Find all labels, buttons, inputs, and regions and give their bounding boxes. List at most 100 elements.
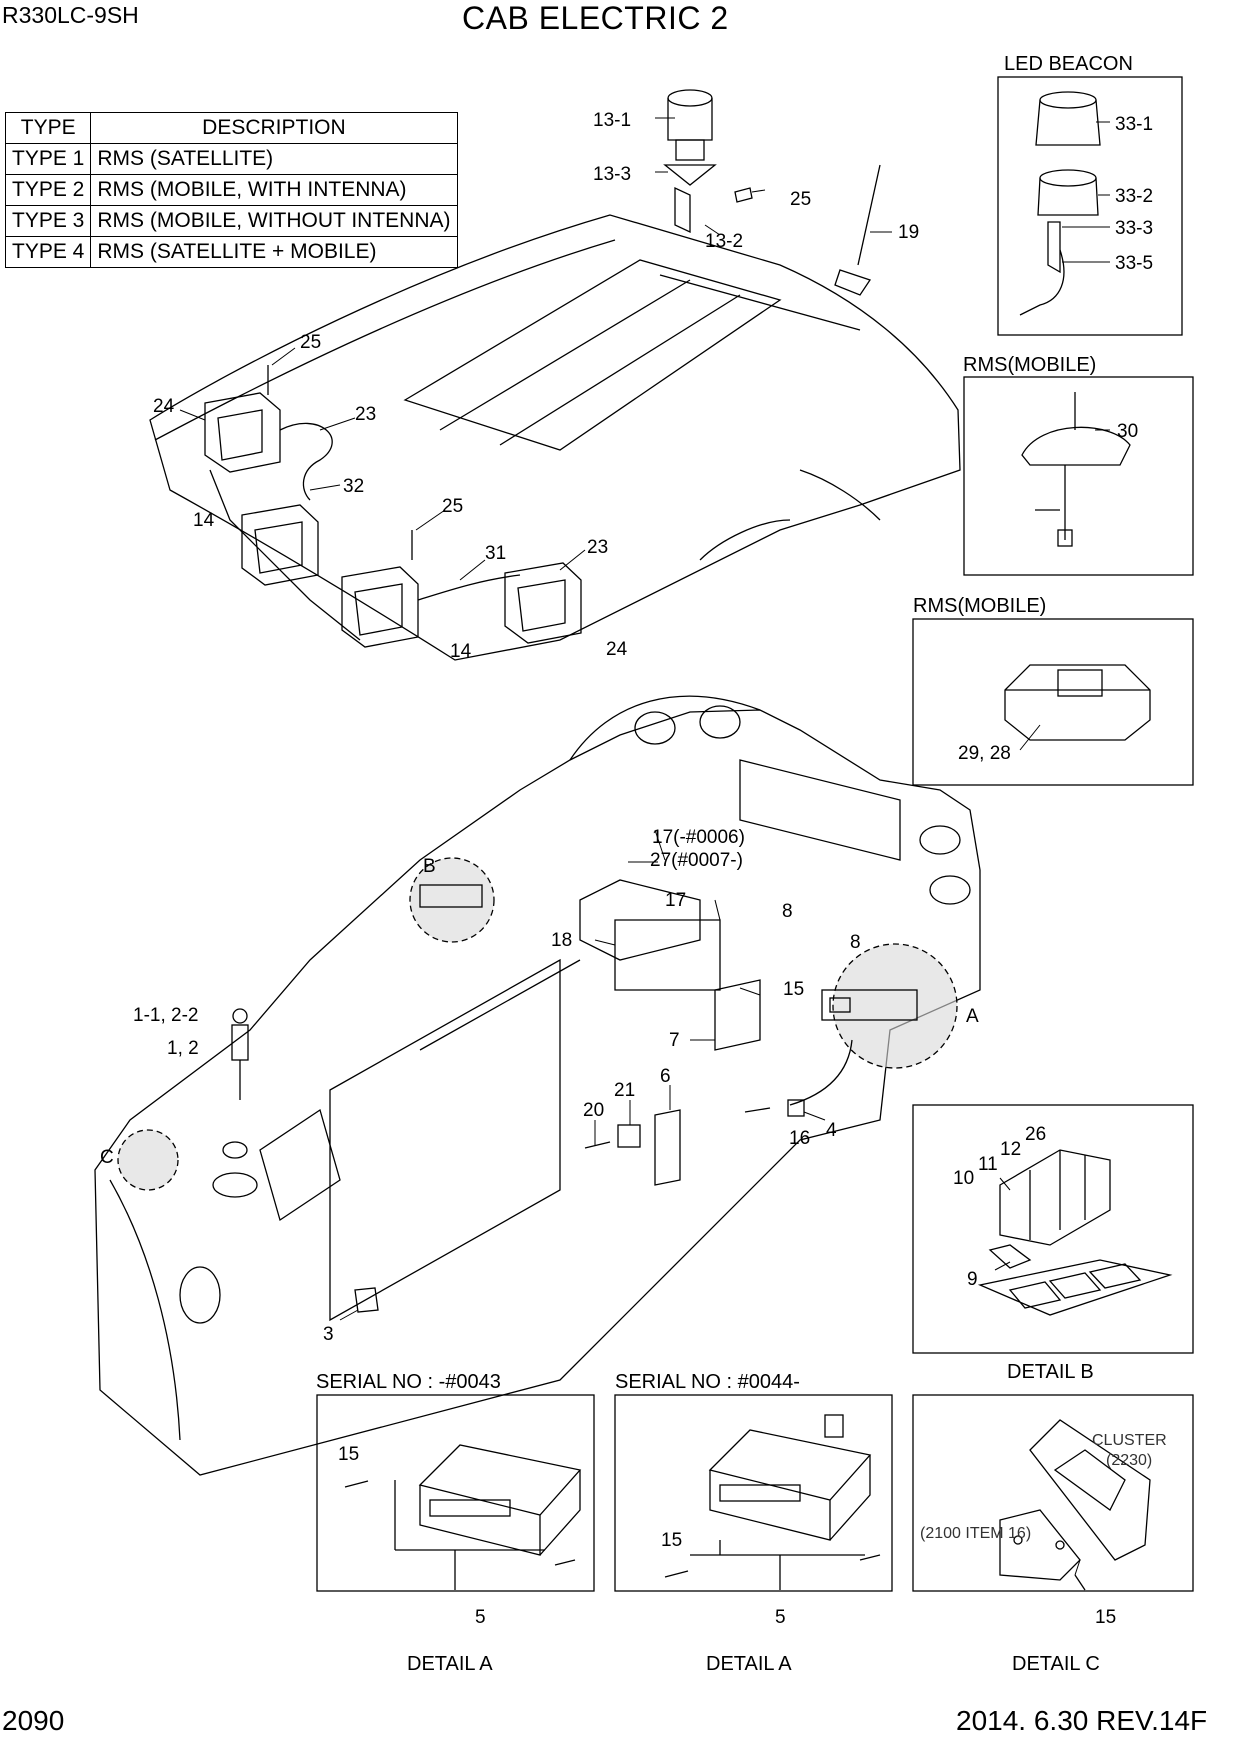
table-row: TYPE 3 RMS (MOBILE, WITHOUT INTENNA) xyxy=(4,205,458,237)
led-beacon-title: LED BEACON xyxy=(1004,53,1133,75)
part-21-relay xyxy=(617,1124,641,1148)
rms-mobile-antenna-title: RMS(MOBILE) xyxy=(963,354,1096,376)
item-ref-label: (2100 ITEM 16) xyxy=(920,1525,1031,1542)
callout-6: 6 xyxy=(660,1066,671,1087)
callout-13-3: 13-3 xyxy=(593,164,631,185)
radio-unit-5 xyxy=(821,989,918,1021)
callout-23: 23 xyxy=(587,537,608,558)
callout-21: 21 xyxy=(614,1080,635,1101)
description-cell: RMS (SATELLITE + MOBILE) xyxy=(90,236,458,268)
callout-25: 25 xyxy=(300,332,321,353)
callout-3: 3 xyxy=(323,1324,334,1345)
callout-5: 5 xyxy=(475,1607,486,1628)
callout-23: 23 xyxy=(355,404,376,425)
callout-25: 25 xyxy=(790,189,811,210)
callout-17-early: 17(-#0006) xyxy=(652,827,745,848)
work-lamp-14-center xyxy=(341,566,419,648)
callout-labels: 13-1 13-3 13-2 25 19 33-1 33-2 33-3 33-5… xyxy=(100,110,1153,1628)
lamp-harness-23b xyxy=(417,574,521,601)
detail-a-box-2 xyxy=(614,1394,893,1592)
detail-a-circle xyxy=(832,943,958,1069)
callout-15: 15 xyxy=(338,1444,359,1465)
page-title: CAB ELECTRIC 2 xyxy=(462,0,729,36)
callout-1-2: 1, 2 xyxy=(167,1038,199,1059)
rms-modem-29-28 xyxy=(1004,664,1151,741)
callout-26: 26 xyxy=(1025,1124,1046,1145)
table-row: TYPE 1 RMS (SATELLITE) xyxy=(4,143,458,175)
detail-b-circle xyxy=(409,857,495,943)
box-titles: LED BEACON RMS(MOBILE) RMS(MOBILE) DETAI… xyxy=(316,53,1133,1675)
leader-lines xyxy=(179,117,1110,1576)
revision-date: 2014. 6.30 REV.14F xyxy=(956,1705,1208,1736)
antenna-19 xyxy=(834,164,881,296)
callout-18: 18 xyxy=(551,930,572,951)
led-beacon-33 xyxy=(1019,91,1101,316)
detail-b-label: DETAIL B xyxy=(1007,1361,1094,1383)
callout-13-2: 13-2 xyxy=(705,231,743,252)
type-cell: TYPE 2 xyxy=(4,174,92,206)
type-table: TYPE DESCRIPTION TYPE 1 RMS (SATELLITE) … xyxy=(4,112,458,268)
callout-30: 30 xyxy=(1117,421,1138,442)
part-3 xyxy=(354,1287,379,1313)
callout-16: 16 xyxy=(789,1128,810,1149)
callout-24: 24 xyxy=(606,639,628,660)
callout-11: 11 xyxy=(978,1154,998,1175)
callout-1-1-2-2: 1-1, 2-2 xyxy=(133,1005,198,1026)
led-beacon-box xyxy=(997,76,1183,336)
callout-33-5: 33-5 xyxy=(1115,253,1153,274)
callout-c: C xyxy=(100,1147,114,1168)
detail-a-label-2: DETAIL A xyxy=(706,1653,792,1675)
radio-cable xyxy=(789,1039,853,1106)
callout-15: 15 xyxy=(783,979,804,1000)
cluster-mount-detail xyxy=(999,1419,1151,1591)
switch-bank-detail xyxy=(977,1149,1173,1316)
callout-14: 14 xyxy=(450,641,472,662)
part-6-bracket xyxy=(654,1109,681,1186)
model-number: R330LC-9SH xyxy=(2,2,139,28)
type-cell: TYPE 4 xyxy=(4,236,92,268)
rms-mobile-modem-box xyxy=(912,618,1194,786)
lamp-harness-23 xyxy=(279,422,333,501)
bolt-25-beacon xyxy=(734,187,753,203)
callout-33-2: 33-2 xyxy=(1115,186,1153,207)
callout-5: 5 xyxy=(775,1607,786,1628)
key-switch-1 xyxy=(231,1008,249,1100)
callout-12: 12 xyxy=(1000,1139,1021,1160)
description-cell: RMS (MOBILE, WITHOUT INTENNA) xyxy=(90,205,458,237)
type-cell: TYPE 1 xyxy=(4,143,92,175)
detail-b-box xyxy=(912,1104,1194,1354)
detail-c-box xyxy=(912,1394,1194,1592)
detail-c-label: DETAIL C xyxy=(1012,1653,1100,1675)
callout-a: A xyxy=(966,1006,979,1027)
cab-roof-drawing xyxy=(149,214,961,661)
detail-c-annotations: CLUSTER (2230) (2100 ITEM 16) xyxy=(920,1432,1167,1542)
serial-range-1: SERIAL NO : -#0043 xyxy=(316,1371,501,1393)
callout-4: 4 xyxy=(826,1120,837,1141)
callout-14: 14 xyxy=(193,510,215,531)
callout-15: 15 xyxy=(661,1530,682,1551)
rms-mobile-antenna-box xyxy=(963,376,1194,576)
rotating-beacon-13 xyxy=(663,89,717,234)
callout-33-1: 33-1 xyxy=(1115,114,1153,135)
radio-display xyxy=(829,997,851,1013)
line-art xyxy=(94,76,1194,1592)
table-row: TYPE 2 RMS (MOBILE, WITH INTENNA) xyxy=(4,174,458,206)
callout-17: 17 xyxy=(665,890,686,911)
switch-panel xyxy=(419,884,483,908)
rms-antenna-30 xyxy=(1021,392,1131,547)
table-row: TYPE 4 RMS (SATELLITE + MOBILE) xyxy=(4,236,458,268)
callout-15: 15 xyxy=(1095,1607,1116,1628)
bolt-16 xyxy=(744,1107,771,1113)
callout-29-28: 29, 28 xyxy=(958,743,1011,764)
radio-detail-2 xyxy=(664,1414,881,1590)
callout-7: 7 xyxy=(669,1030,680,1051)
bracket-18 xyxy=(614,919,721,991)
work-lamp-24-rear xyxy=(204,392,281,473)
callout-24: 24 xyxy=(153,396,175,417)
callout-27: 27(#0007-) xyxy=(650,850,743,871)
detail-a-box-1 xyxy=(316,1394,595,1592)
work-lamp-14-left xyxy=(241,504,319,586)
callout-13-1: 13-1 xyxy=(593,110,631,131)
